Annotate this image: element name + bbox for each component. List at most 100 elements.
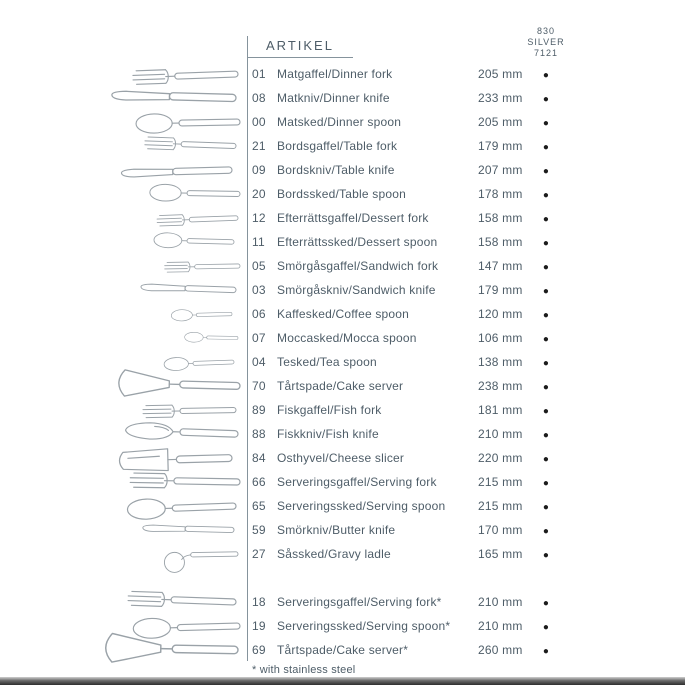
- article-number: 65: [252, 499, 266, 513]
- article-name: Tesked/Tea spoon: [277, 355, 377, 369]
- article-name: Smörgåskniv/Sandwich knife: [277, 283, 436, 297]
- availability-dot: ●: [542, 334, 550, 345]
- article-number: 01: [252, 67, 266, 81]
- article-length: 238 mm: [478, 379, 523, 393]
- article-length: 210 mm: [478, 427, 523, 441]
- availability-dot: ●: [542, 526, 550, 537]
- dessert-spoon-drawing: [153, 232, 235, 250]
- serving-spoon-steel-drawing: [132, 615, 241, 640]
- series-code: 830: [536, 26, 556, 36]
- sandwich-knife-drawing: [140, 283, 237, 295]
- article-name: Serveringssked/Serving spoon*: [277, 619, 451, 633]
- article-length: 147 mm: [478, 259, 523, 273]
- article-name: Efterrättssked/Dessert spoon: [277, 235, 438, 249]
- article-name: Serveringssked/Serving spoon: [277, 499, 446, 513]
- article-length: 215 mm: [478, 475, 523, 489]
- article-number: 89: [252, 403, 266, 417]
- serving-spoon-drawing: [126, 495, 237, 521]
- tea-spoon-drawing: [163, 355, 235, 372]
- dinner-knife-drawing: [111, 90, 237, 104]
- cutlery-illustrations: [104, 66, 241, 666]
- availability-dot: ●: [542, 478, 550, 489]
- article-length: 205 mm: [478, 67, 523, 81]
- table-row: 11 Efterrättssked/Dessert spoon 158 mm ●: [252, 230, 685, 254]
- fish-fork-drawing: [142, 403, 237, 419]
- article-length: 205 mm: [478, 115, 523, 129]
- article-name: Bordsgaffel/Table fork: [277, 139, 398, 153]
- article-length: 179 mm: [478, 139, 523, 153]
- article-number: 66: [252, 475, 266, 489]
- availability-dot: ●: [542, 406, 550, 417]
- article-number: 27: [252, 547, 266, 561]
- page-title: ARTIKEL: [266, 38, 334, 53]
- article-length: 233 mm: [478, 91, 523, 105]
- mocca-spoon-drawing: [184, 331, 239, 344]
- article-length: 179 mm: [478, 283, 523, 297]
- table-row: 70 Tårtspade/Cake server 238 mm ●: [252, 374, 685, 398]
- article-number: 18: [252, 595, 266, 609]
- article-length: 260 mm: [478, 643, 523, 657]
- article-number: 09: [252, 163, 266, 177]
- article-length: 207 mm: [478, 163, 523, 177]
- availability-dot: ●: [542, 142, 550, 153]
- article-name: Bordssked/Table spoon: [277, 187, 406, 201]
- column-divider-line: [247, 36, 248, 661]
- article-name: Tårtspade/Cake server*: [277, 643, 409, 657]
- article-name: Serveringsgaffel/Serving fork*: [277, 595, 442, 609]
- article-name: Matgaffel/Dinner fork: [277, 67, 393, 81]
- article-number: 59: [252, 523, 266, 537]
- article-number: 08: [252, 91, 266, 105]
- article-table: 01 Matgaffel/Dinner fork 205 mm ● 08 Matkniv…: [252, 62, 685, 662]
- availability-dot: ●: [542, 286, 550, 297]
- article-length: 158 mm: [478, 211, 523, 225]
- article-number: 21: [252, 139, 266, 153]
- article-number: 70: [252, 379, 266, 393]
- gravy-ladle-drawing: [163, 550, 239, 574]
- article-number: 11: [252, 235, 265, 249]
- series-header: 830 SILVER 7121: [520, 26, 572, 59]
- availability-dot: ●: [542, 454, 550, 465]
- availability-dot: ●: [542, 238, 550, 249]
- table-row: 08 Matkniv/Dinner knife 233 mm ●: [252, 86, 685, 110]
- article-name: Tårtspade/Cake server: [277, 379, 404, 393]
- article-name: Moccasked/Mocca spoon: [277, 331, 417, 345]
- article-length: 138 mm: [478, 355, 523, 369]
- article-length: 220 mm: [478, 451, 523, 465]
- availability-dot: ●: [542, 190, 550, 201]
- article-name: Osthyvel/Cheese slicer: [277, 451, 405, 465]
- article-length: 170 mm: [478, 523, 523, 537]
- article-name: Matkniv/Dinner knife: [277, 91, 390, 105]
- article-name: Efterrättsgaffel/Dessert fork: [277, 211, 429, 225]
- article-number: 12: [252, 211, 266, 225]
- article-number: 20: [252, 187, 266, 201]
- table-spoon-drawing: [149, 183, 241, 203]
- article-length: 215 mm: [478, 499, 523, 513]
- availability-dot: ●: [542, 598, 550, 609]
- availability-dot: ●: [542, 94, 550, 105]
- article-name: Fiskgaffel/Fish fork: [277, 403, 382, 417]
- serving-fork-steel-drawing: [127, 590, 237, 610]
- cake-server-drawing: [117, 369, 241, 400]
- availability-dot: ●: [542, 382, 550, 393]
- article-name: Kaffesked/Coffee spoon: [277, 307, 410, 321]
- article-name: Såssked/Gravy ladle: [277, 547, 391, 561]
- article-name: Smörgåsgaffel/Sandwich fork: [277, 259, 439, 273]
- cheese-slicer-drawing: [118, 446, 233, 473]
- article-length: 158 mm: [478, 235, 523, 249]
- article-name: Bordskniv/Table knife: [277, 163, 395, 177]
- availability-dot: ●: [542, 118, 550, 129]
- sandwich-fork-drawing: [164, 260, 241, 273]
